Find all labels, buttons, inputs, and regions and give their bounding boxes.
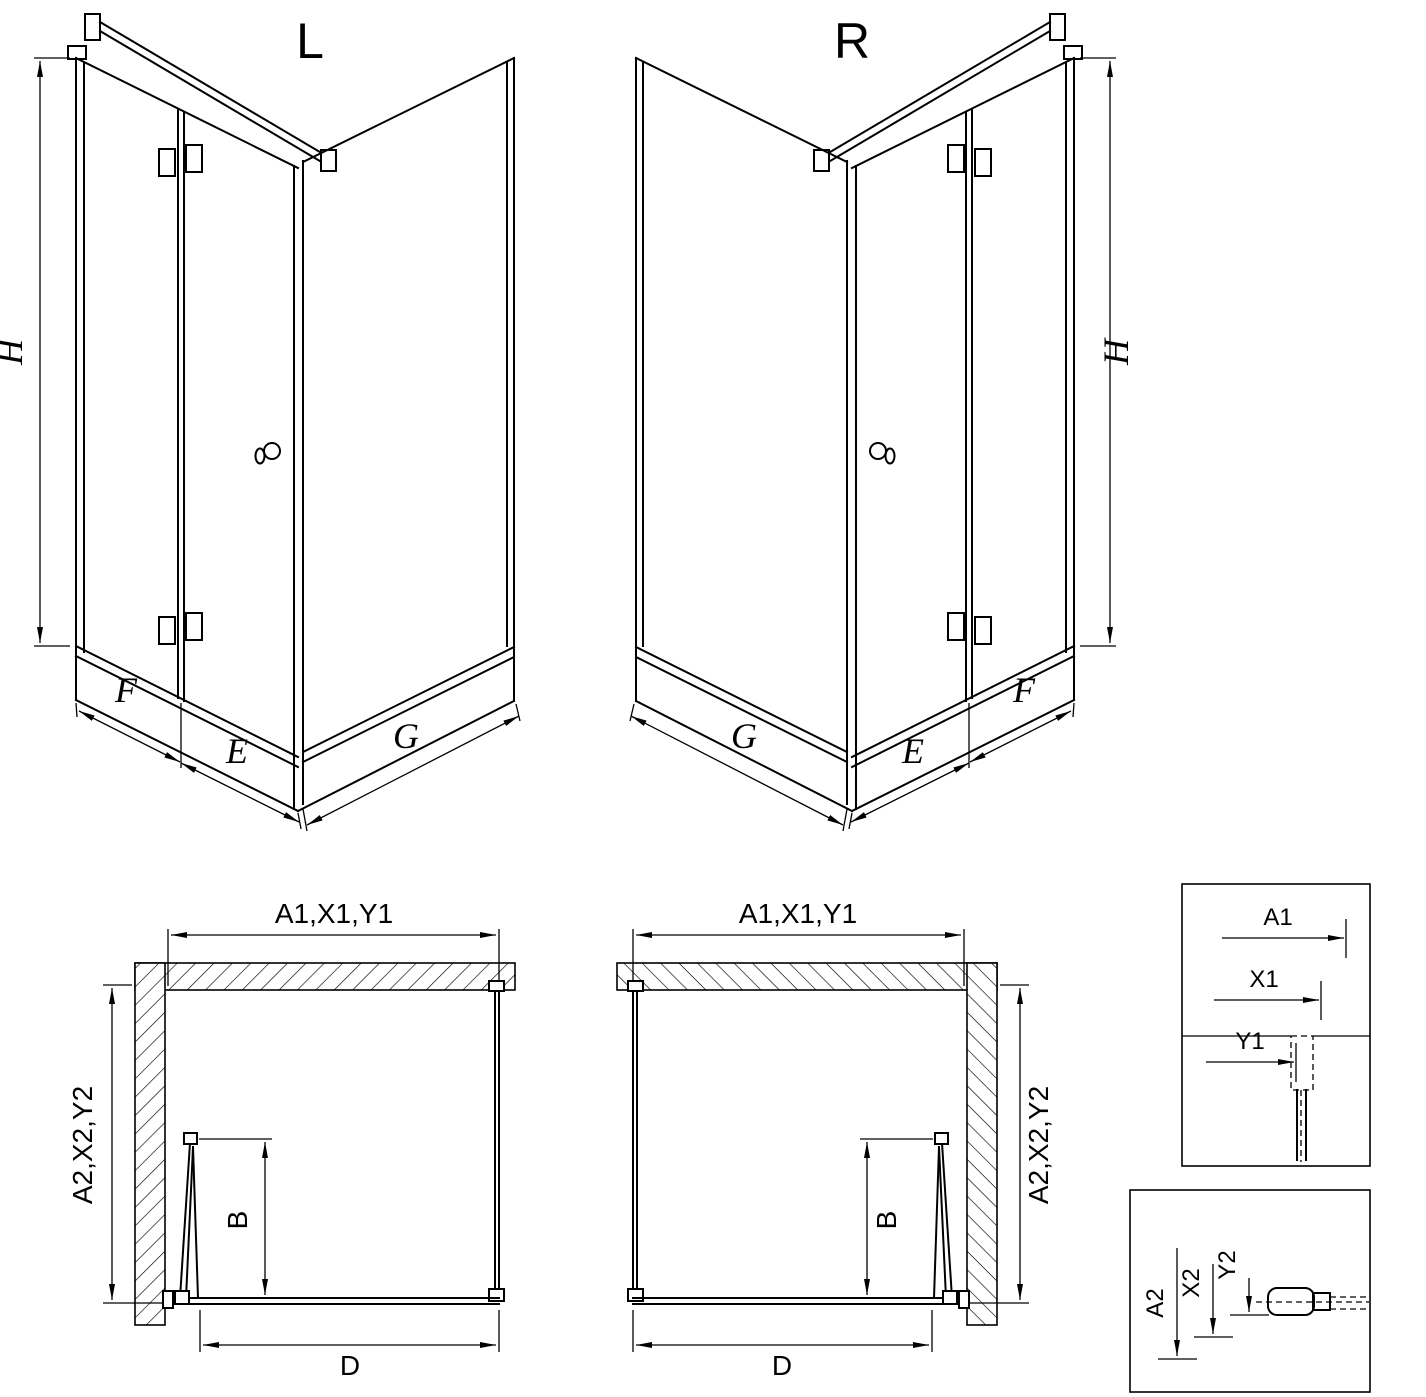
plan-left-drawing xyxy=(103,929,515,1352)
variant-label-right: R xyxy=(834,13,870,69)
dim-label-width-right: A1,X1,Y1 xyxy=(739,898,857,929)
detail-top-frame xyxy=(1181,883,1371,1167)
dim-label-side-left: G xyxy=(393,716,419,756)
plan-right-drawing xyxy=(617,929,1029,1352)
detail-label-a1: A1 xyxy=(1263,904,1292,931)
dim-label-depth-right: A2,X2,Y2 xyxy=(1023,1086,1054,1204)
dim-label-fold-right: B xyxy=(871,1211,902,1230)
plan-view-left: A1,X1,Y1 A2,X2,Y2 B D xyxy=(67,898,515,1381)
detail-label-y2: Y2 xyxy=(1214,1250,1241,1279)
dim-label-side-right: G xyxy=(731,716,757,756)
plan-view-right: A1,X1,Y1 A2,X2,Y2 B D xyxy=(617,898,1054,1381)
dim-label-door-left: E xyxy=(225,731,248,771)
dim-label-fold-left: B xyxy=(222,1211,253,1230)
detail-bottom-frame xyxy=(1129,1189,1371,1393)
dim-label-fixed-left: F xyxy=(114,670,138,710)
dim-label-height-right: H xyxy=(1096,337,1136,366)
detail-label-a2: A2 xyxy=(1142,1288,1169,1317)
perspective-view-right: R H F E G xyxy=(630,13,1136,831)
detail-label-x2: X2 xyxy=(1178,1268,1205,1297)
dim-label-depth-left: A2,X2,Y2 xyxy=(67,1086,98,1204)
perspective-view-left: L H F E G xyxy=(0,13,520,831)
detail-label-x1: X1 xyxy=(1249,966,1278,993)
dim-label-width-left: A1,X1,Y1 xyxy=(275,898,393,929)
detail-label-y1: Y1 xyxy=(1235,1028,1264,1055)
threshold-profile-section xyxy=(1256,1287,1369,1316)
enclosure-3d-left xyxy=(34,14,520,831)
dim-label-door-right: E xyxy=(901,731,924,771)
dim-label-fixed-right: F xyxy=(1012,670,1036,710)
dim-label-entry-left: D xyxy=(340,1350,360,1381)
enclosure-3d-right xyxy=(630,14,1116,831)
variant-label-left: L xyxy=(296,13,324,69)
detail-bottom-profile: A2 X2 Y2 xyxy=(1129,1189,1371,1393)
detail-top-profile: A1 X1 Y1 xyxy=(1181,883,1371,1167)
wall-profile-section xyxy=(1290,1035,1314,1162)
dim-label-entry-right: D xyxy=(772,1350,792,1381)
dim-label-height-left: H xyxy=(0,337,30,366)
